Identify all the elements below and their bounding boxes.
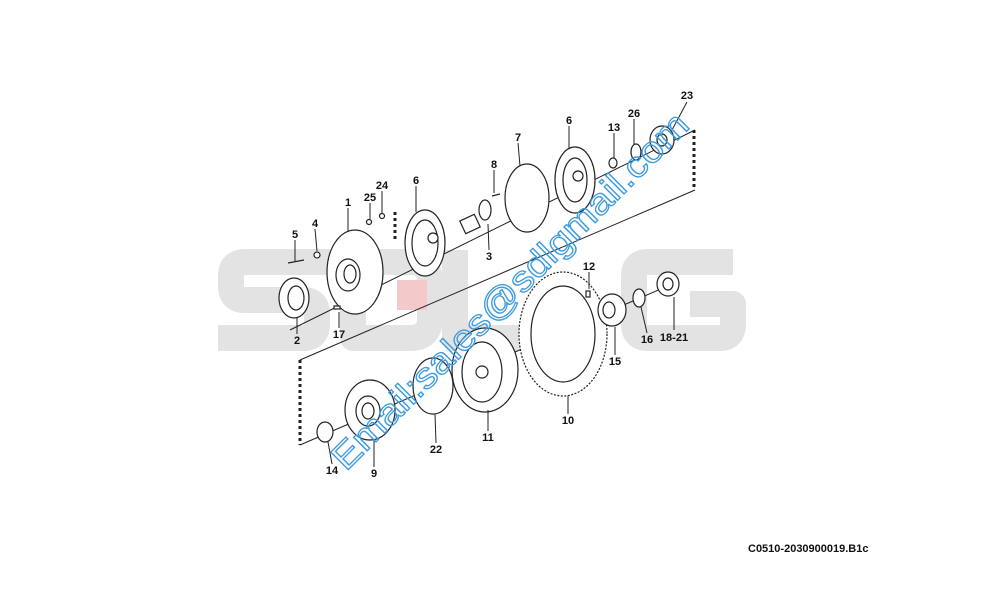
- part-4-washer: [313, 251, 321, 259]
- part-label: 17: [333, 329, 345, 341]
- part-2-seal: [278, 277, 310, 319]
- part-label: 2: [294, 335, 300, 347]
- part-6-friction-disc: [404, 209, 446, 277]
- part-label: 9: [371, 468, 377, 480]
- part-5-bolt: [287, 259, 305, 264]
- part-25-nut: [365, 218, 373, 226]
- part-6-friction-disc-2: [554, 146, 596, 214]
- part-9-piston: [344, 379, 396, 441]
- diagram-code: C0510-2030900019.B1c: [748, 543, 869, 555]
- part-label: 24: [376, 180, 389, 192]
- part-15-bearing: [597, 293, 627, 327]
- part-13-bushing: [608, 157, 618, 169]
- part-label: 6: [413, 175, 419, 187]
- part-11-carrier: [451, 327, 519, 413]
- part-23-washer: [649, 125, 675, 155]
- part-14-snap-ring: [316, 421, 334, 443]
- part-label: 3: [486, 251, 492, 263]
- watermark-accent: [397, 280, 427, 310]
- part-17-pin: [333, 305, 341, 310]
- part-label: 8: [491, 159, 497, 171]
- part-label: 26: [628, 108, 640, 120]
- part-label: 15: [609, 356, 621, 368]
- part-1-housing: [326, 229, 384, 315]
- part-label: 5: [292, 229, 298, 241]
- part-label: 23: [681, 90, 693, 102]
- part-label: 1: [345, 197, 351, 209]
- part-label: 14: [326, 465, 339, 477]
- part-18-21-shim: [656, 271, 680, 297]
- part-label: 4: [312, 218, 319, 230]
- leader-lines: [294, 101, 688, 467]
- part-16-snap-ring: [632, 288, 646, 308]
- part-24-washer: [378, 212, 386, 220]
- part-label: 6: [566, 115, 572, 127]
- part-label: 16: [641, 334, 653, 346]
- part-22-o-ring: [412, 357, 454, 415]
- part-label: 22: [430, 444, 442, 456]
- part-label: 11: [482, 432, 494, 444]
- connector-line: [299, 189, 696, 361]
- part-label: 12: [583, 261, 595, 273]
- part-label: 10: [562, 415, 574, 427]
- part-3-shaft: [458, 213, 482, 235]
- part-26-snap-ring: [630, 143, 642, 161]
- part-label: 7: [515, 132, 521, 144]
- part-label: 25: [364, 192, 376, 204]
- part-7-steel-plate: [504, 163, 550, 233]
- part-10-ring-gear: [518, 271, 608, 397]
- part-12-pin: [585, 290, 591, 298]
- part-label: 18-21: [660, 332, 688, 344]
- part-label: 13: [608, 122, 620, 134]
- part-8-pin: [491, 193, 501, 197]
- part-3-flange: [478, 199, 492, 221]
